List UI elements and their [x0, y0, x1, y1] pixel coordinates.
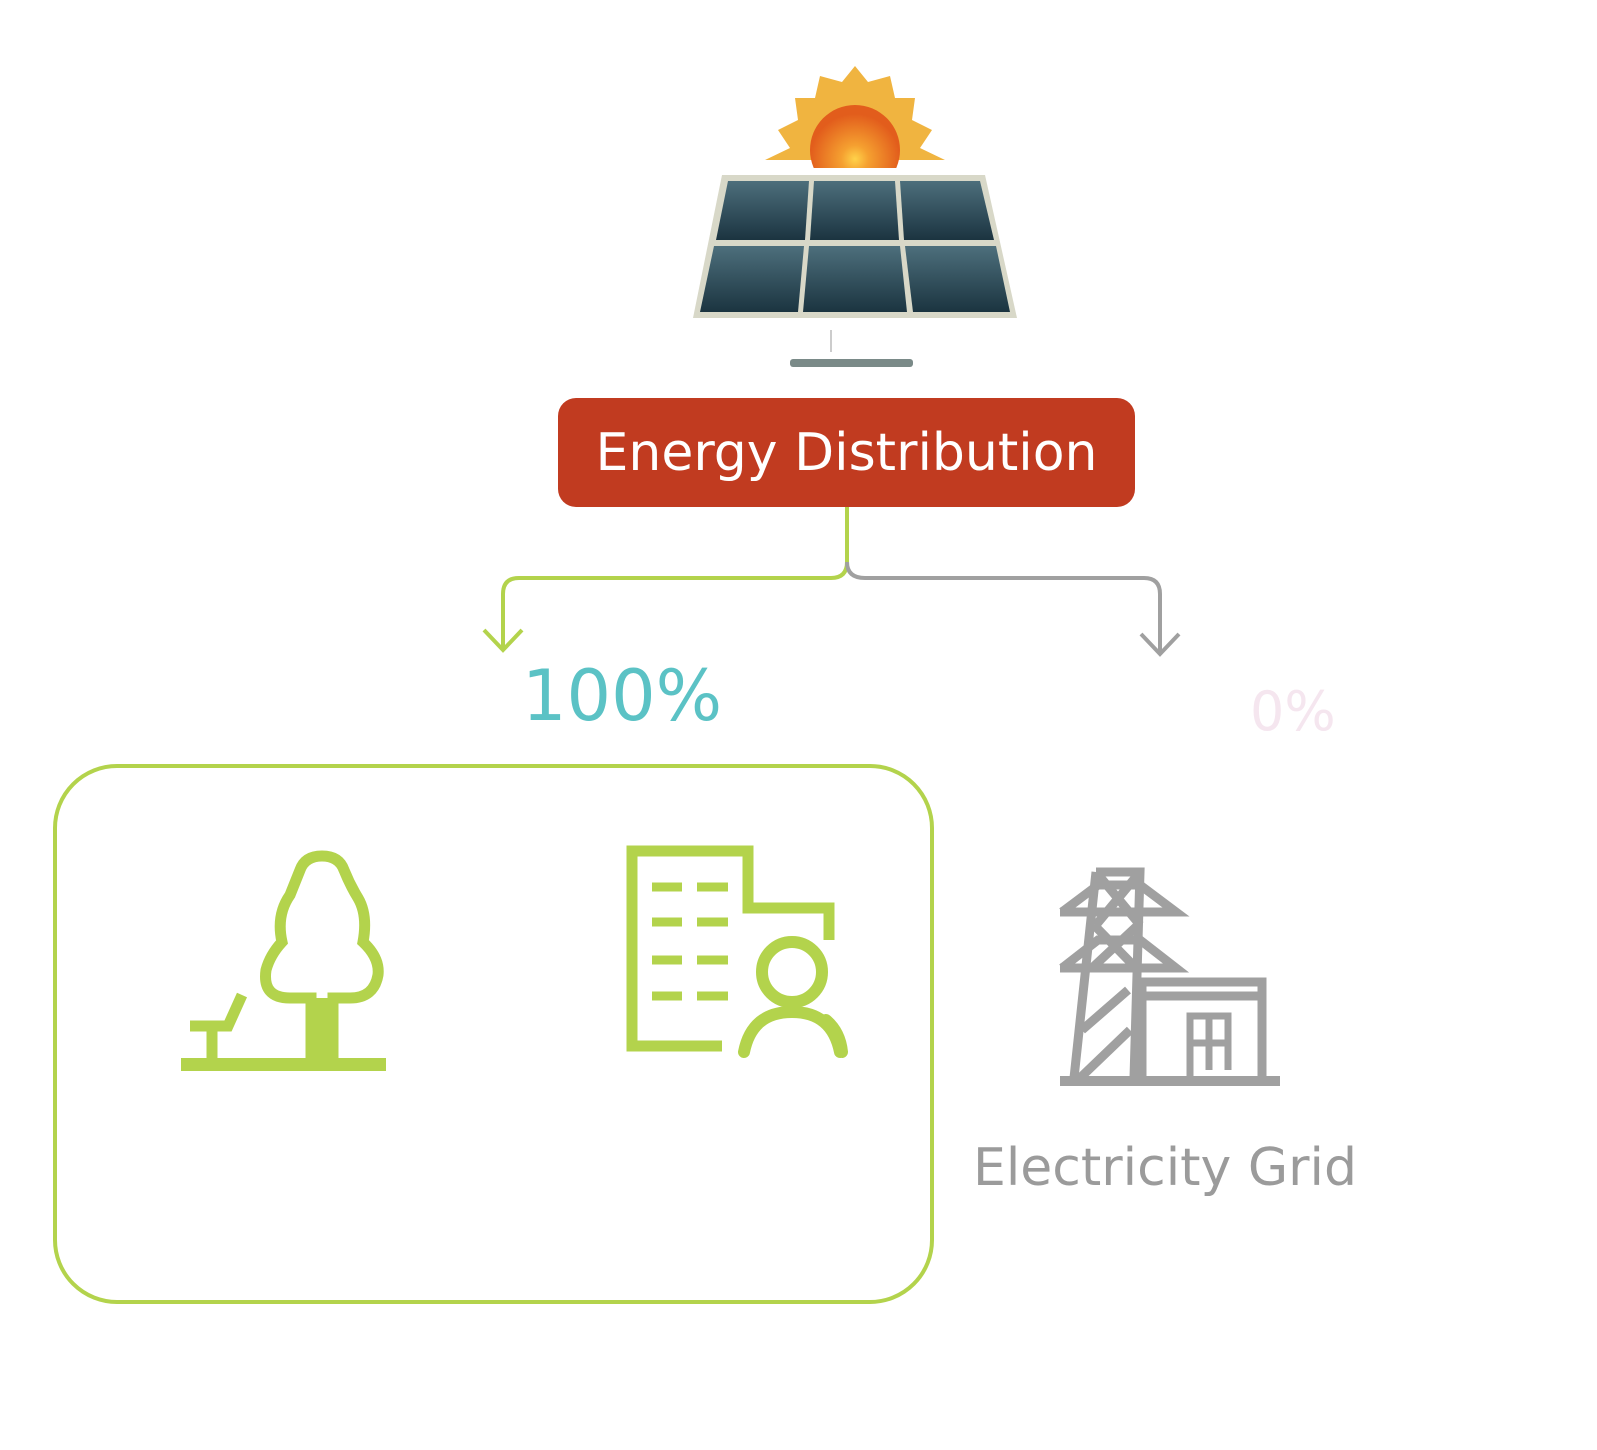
solar-panel-icon — [693, 66, 1017, 367]
park-icon — [181, 850, 386, 1071]
arrow-head-green — [482, 628, 524, 653]
consumer-percent-label: 100% — [522, 655, 723, 737]
energy-distribution-title: Energy Distribution — [558, 398, 1135, 507]
power-pylon-icon — [1059, 867, 1280, 1086]
arrow-head-gray — [1139, 632, 1181, 657]
title-text: Energy Distribution — [595, 422, 1098, 483]
office-building-icon — [626, 845, 848, 1058]
consumer-group-box — [53, 764, 934, 1304]
connector-green — [501, 507, 849, 648]
connector-gray — [845, 561, 1162, 652]
electricity-grid-label: Electricity Grid — [973, 1138, 1357, 1198]
grid-percent-label: 0% — [1250, 680, 1336, 743]
